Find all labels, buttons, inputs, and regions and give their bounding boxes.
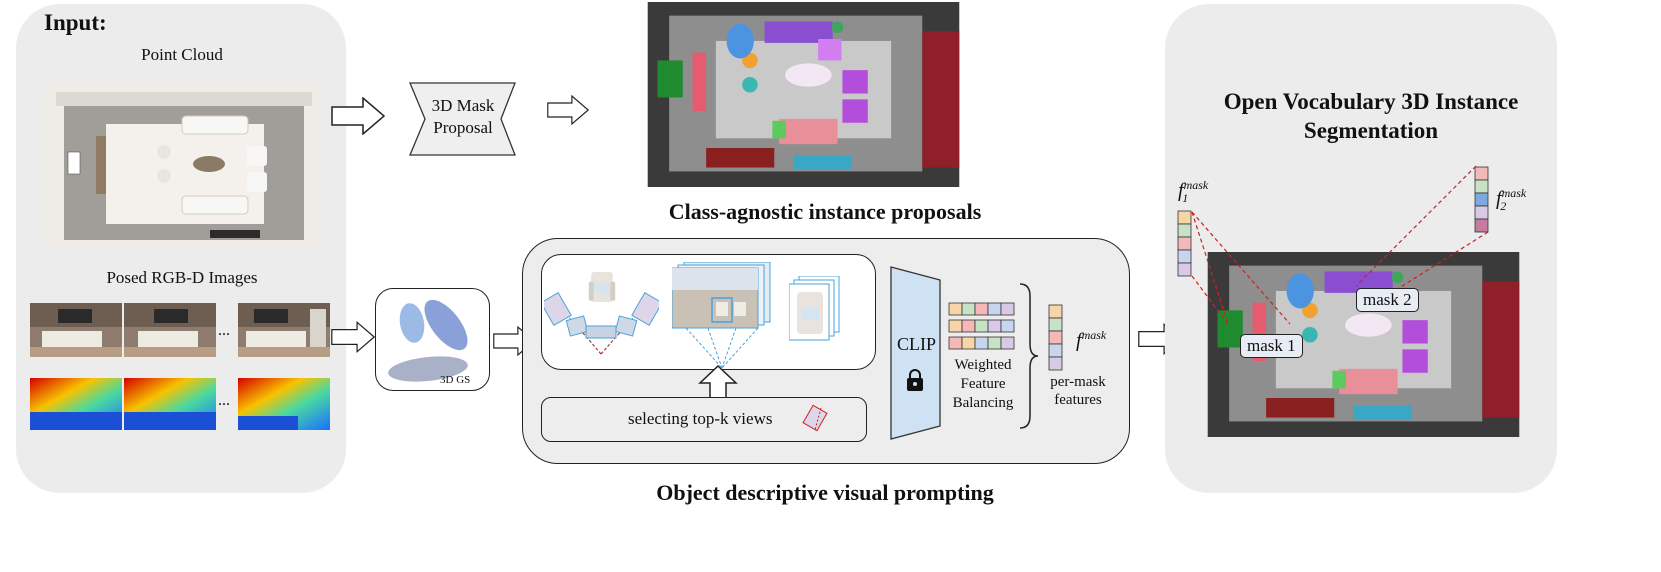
balancing-line3: Balancing: [952, 395, 1014, 411]
mask-proposal-shape: [409, 82, 516, 156]
chair-object: [584, 262, 620, 312]
topk-label: selecting top-k views: [628, 409, 773, 428]
point-cloud-label: Point Cloud: [141, 45, 223, 64]
balancing-line1: Weighted: [954, 357, 1012, 373]
object-crop-stack: [789, 276, 840, 341]
rgb-image-1: [30, 303, 122, 357]
depth-image-2: [124, 378, 216, 430]
mask1-feature-vector: [1177, 210, 1192, 277]
depth-ellipsis: ...: [218, 392, 230, 409]
arrow-to-gaussians: [331, 320, 375, 354]
rgb-image-3: [238, 303, 330, 357]
per-mask-feature-vector: [1048, 304, 1063, 371]
mask1-label: mask 1: [1240, 334, 1303, 358]
gaussian-label: 3D GS: [440, 374, 471, 386]
output-title-line1: Open Vocabulary 3D Instance: [1223, 89, 1519, 114]
output-title-line2: Segmentation: [1303, 118, 1439, 143]
mask-connector-lines: [1191, 165, 1489, 325]
per-mask-line1: per-mask: [1050, 374, 1106, 390]
posed-images-label: Posed RGB-D Images: [106, 268, 258, 287]
camera-views-fan: [544, 292, 659, 355]
gaussian-splat-box: [375, 288, 490, 391]
input-title: Input:: [44, 10, 107, 35]
arrow-up-to-views: [698, 365, 738, 399]
arrow-to-mask-proposal: [331, 97, 385, 135]
per-mask-line2: features: [1054, 392, 1102, 408]
lock-icon: [907, 369, 923, 391]
feature-brace: [1019, 283, 1039, 429]
fmask-label: fmask: [1076, 328, 1107, 352]
mask-proposal-line2: Proposal: [433, 118, 493, 137]
instance-proposals-image: [641, 2, 966, 187]
mask2-feature-vector: [1474, 166, 1489, 233]
f2-mask-label: fmask2: [1496, 186, 1527, 213]
proposals-caption: Class-agnostic instance proposals: [668, 199, 982, 224]
room-view-stack: [672, 262, 771, 369]
topk-view-icon: [802, 404, 828, 432]
point-cloud-image: [44, 84, 319, 248]
mask2-label: mask 2: [1356, 288, 1419, 312]
arrow-to-proposals: [547, 94, 589, 126]
rgb-image-2: [124, 303, 216, 357]
clip-encoder: [890, 266, 941, 440]
f1-mask-label: fmask1: [1178, 178, 1209, 205]
gaussian-ellipses: [388, 299, 468, 382]
rgb-ellipsis: ...: [218, 322, 230, 339]
weighted-feature-grid: [948, 302, 1015, 350]
prompting-caption: Object descriptive visual prompting: [656, 480, 994, 505]
mask-proposal-line1: 3D Mask: [431, 96, 495, 115]
balancing-line2: Feature: [960, 376, 1006, 392]
depth-image-1: [30, 378, 122, 430]
clip-label: CLIP: [897, 334, 937, 354]
depth-image-3: [238, 378, 330, 430]
